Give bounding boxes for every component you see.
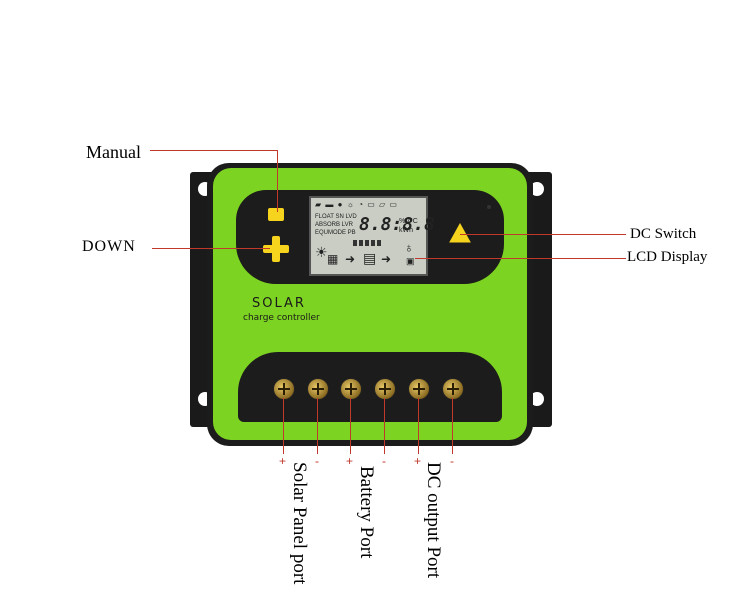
battery-negative-sign: - [382, 454, 386, 468]
lcd-top-icons: ▰ ▬ ● ☼ ◔ ▭ ▱ ▭ [315, 200, 398, 209]
lcd-row-1: FLOAT SN LVD [315, 214, 357, 220]
down-button-vertical-bar [272, 236, 280, 262]
right-flange-hole-bottom [530, 392, 544, 406]
lcd-battery-bar [353, 240, 383, 246]
output-negative-leader [452, 398, 453, 454]
lcd-display: ▰ ▬ ● ☼ ◔ ▭ ▱ ▭ FLOAT SN LVD ABSORB LVR … [309, 196, 435, 276]
brand-title: SOLAR [252, 296, 306, 311]
solar-negative-terminal[interactable] [307, 378, 329, 400]
battery-negative-terminal[interactable] [374, 378, 396, 400]
manual-leader-line [150, 150, 277, 151]
output-negative-terminal[interactable] [442, 378, 464, 400]
battery-positive-sign: + [346, 454, 354, 468]
solar-panel-port-label: Solar Panel port [289, 462, 310, 585]
lcd-display-callout-label: LCD Display [627, 249, 708, 265]
arrow-right-icon: ➜ [381, 252, 392, 266]
solar-negative-leader [317, 398, 318, 454]
lcd-units-top: %V°C [399, 218, 418, 225]
dc-switch-leader-line [460, 234, 626, 235]
down-callout-label: DOWN [82, 238, 136, 255]
status-led [487, 205, 491, 209]
solar-negative-sign: - [315, 454, 319, 468]
output-positive-terminal[interactable] [408, 378, 430, 400]
down-leader-line [152, 248, 270, 249]
dc-switch-button[interactable] [449, 223, 471, 243]
brand-subtitle: charge controller [243, 313, 320, 323]
dc-switch-callout-label: DC Switch [630, 226, 697, 242]
battery-port-label: Battery Port [356, 466, 377, 559]
lcd-display-leader-line [415, 258, 626, 259]
dc-output-port-label: DC output Port [423, 462, 444, 579]
solar-panel-icon: ▦ [327, 252, 339, 266]
output-positive-sign: + [414, 454, 422, 468]
arrow-right-icon: ➜ [345, 252, 356, 266]
solar-positive-sign: + [279, 454, 287, 468]
down-button[interactable] [263, 236, 289, 262]
output-negative-sign: - [450, 454, 454, 468]
battery-icon: ▤ [363, 250, 377, 266]
lcd-digits: 8.8:8.8 [359, 214, 435, 235]
lcd-row-2: ABSORB LVR [315, 222, 353, 228]
solar-positive-leader [283, 398, 284, 454]
sun-icon: ☀ [315, 244, 328, 260]
output-positive-leader [418, 398, 419, 454]
manual-leader-drop [277, 150, 278, 212]
battery-negative-leader [384, 398, 385, 454]
battery-positive-leader [350, 398, 351, 454]
lcd-row-3: EQUMODE PB [315, 230, 356, 236]
bulb-icon: ♁ [404, 240, 414, 255]
load-status-icon: ▣ [406, 256, 415, 266]
manual-button[interactable] [268, 208, 284, 221]
lcd-units-bottom: kWh [399, 227, 413, 234]
solar-positive-terminal[interactable] [273, 378, 295, 400]
battery-positive-terminal[interactable] [340, 378, 362, 400]
right-flange-hole-top [530, 182, 544, 196]
manual-callout-label: Manual [86, 142, 141, 162]
